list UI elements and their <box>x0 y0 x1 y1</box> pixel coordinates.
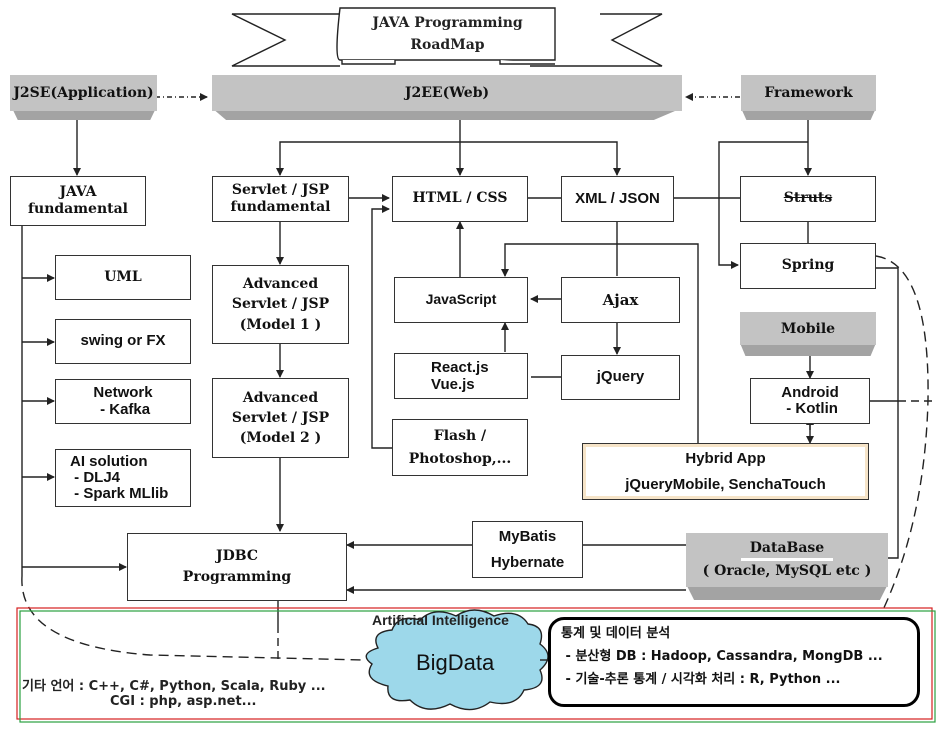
box-line: Ajax <box>602 290 639 309</box>
bigdata-label: BigData <box>416 650 495 675</box>
box-line: Servlet / JSP <box>231 296 330 313</box>
box-line: HTML / CSS <box>412 190 508 207</box>
box-servlet-fundamental[interactable]: Servlet / JSP fundamental <box>212 176 349 222</box>
box-ai-solution[interactable]: AI solution - DLJ4 - Spark MLlib <box>55 449 191 507</box>
box-line: Android <box>781 383 839 401</box>
box-line: (Model 1 ) <box>239 316 322 333</box>
box-line: Spring <box>781 257 835 274</box>
stats-item: - 기술-추론 통계 / 시각화 처리 : R, Python ... <box>561 671 841 687</box>
box-struts[interactable]: Struts <box>740 176 876 222</box>
box-line: UML <box>104 268 142 285</box>
box-line: - Spark MLlib <box>70 484 169 502</box>
title-banner <box>231 7 663 67</box>
box-line: swing or FX <box>80 332 166 350</box>
database-subtitle: ( Oracle, MySQL etc ) <box>702 563 872 579</box>
band-mobile: Mobile <box>740 312 876 345</box>
box-line: MyBatis <box>498 528 557 545</box>
box-line: JDBC <box>216 548 258 564</box>
band-j2se: J2SE(Application) <box>10 75 157 111</box>
bigdata-cloud <box>365 609 549 711</box>
box-line: JavaScript <box>425 291 497 308</box>
band-database: DataBase ( Oracle, MySQL etc ) <box>686 533 888 587</box>
box-network[interactable]: Network - Kafka <box>55 379 191 424</box>
box-html-css[interactable]: HTML / CSS <box>392 176 528 222</box>
box-line: Servlet / JSP <box>231 181 330 198</box>
box-line: - Kafka <box>95 400 151 418</box>
box-spring[interactable]: Spring <box>740 243 876 289</box>
box-line: Flash / <box>433 428 487 445</box>
box-jquery[interactable]: jQuery <box>561 355 680 400</box>
cgi-languages: CGI : php, asp.net... <box>110 694 257 709</box>
stats-analysis-box: 통계 및 데이터 분석 - 분산형 DB : Hadoop, Cassandra… <box>548 617 920 707</box>
box-line: Hybrid App <box>685 450 766 467</box>
box-line: jQueryMobile, SenchaTouch <box>625 475 826 493</box>
stats-item: - 분산형 DB : Hadoop, Cassandra, MongDB ... <box>561 648 883 664</box>
roadmap-title: JAVA Programming RoadMap <box>340 12 555 56</box>
box-hybrid-app[interactable]: Hybrid App jQueryMobile, SenchaTouch <box>582 443 869 500</box>
band-j2ee: J2EE(Web) <box>212 75 682 111</box>
box-line: Advanced <box>242 276 319 293</box>
box-servlet-model2[interactable]: Advanced Servlet / JSP (Model 2 ) <box>212 378 349 458</box>
other-languages: 기타 언어 : C++, C#, Python, Scala, Ruby ... <box>22 679 326 694</box>
box-line: Servlet / JSP <box>231 409 330 426</box>
bottom-frame-red <box>16 607 933 720</box>
box-javascript[interactable]: JavaScript <box>394 277 528 323</box>
box-react-vue[interactable]: React.js Vue.js <box>394 353 528 399</box>
box-line: JAVA <box>59 183 97 200</box>
box-xml-json[interactable]: XML / JSON <box>561 176 674 222</box>
box-line: Network <box>93 384 153 401</box>
title-line-2: RoadMap <box>410 37 485 53</box>
box-android[interactable]: Android - Kotlin <box>750 378 870 424</box>
box-line: Photoshop,... <box>408 450 512 467</box>
title-line-1: JAVA Programming <box>372 15 523 31</box>
box-jdbc[interactable]: JDBC Programming <box>127 533 347 601</box>
band-framework: Framework <box>741 75 876 111</box>
box-mybatis-hybernate[interactable]: MyBatis Hybernate <box>472 521 583 578</box>
box-line: Advanced <box>242 389 319 406</box>
box-line: React.js <box>431 358 489 376</box>
band-j2ee-label: J2EE(Web) <box>404 85 490 101</box>
box-line: Vue.js <box>431 376 475 393</box>
ai-label: Artificial Intelligence <box>372 612 509 628</box>
box-line: - DLJ4 <box>70 469 121 487</box>
stats-title: 통계 및 데이터 분석 <box>561 626 671 641</box>
box-line: fundamental <box>230 199 331 215</box>
band-j2se-label: J2SE(Application) <box>13 85 154 101</box>
band-mobile-label: Mobile <box>780 320 836 337</box>
box-swing-fx[interactable]: swing or FX <box>55 319 191 364</box>
box-java-fundamental[interactable]: JAVA fundamental <box>10 176 146 226</box>
box-line: Programming <box>182 569 292 585</box>
box-line: AI solution <box>70 453 148 471</box>
box-line: Hybernate <box>490 553 565 571</box>
database-underline <box>741 558 833 561</box>
box-servlet-model1[interactable]: Advanced Servlet / JSP (Model 1 ) <box>212 265 349 344</box>
box-line: jQuery <box>596 368 645 386</box>
box-line: - Kotlin <box>782 400 838 417</box>
box-flash-photoshop[interactable]: Flash / Photoshop,... <box>392 419 528 476</box>
box-ajax[interactable]: Ajax <box>561 277 680 323</box>
database-title: DataBase <box>749 540 825 557</box>
band-framework-label: Framework <box>764 85 853 101</box>
box-line: fundamental <box>28 201 128 217</box>
box-line: XML / JSON <box>575 189 660 207</box>
box-line: (Model 2 ) <box>239 430 322 447</box>
box-uml[interactable]: UML <box>55 255 191 300</box>
box-line: Struts <box>783 190 833 207</box>
